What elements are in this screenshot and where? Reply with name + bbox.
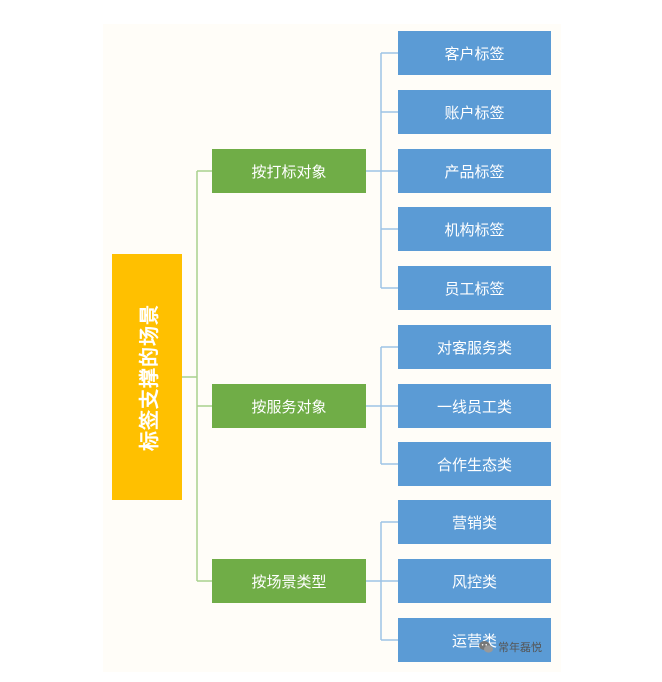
- leaf-node-institution-tag: 机构标签: [398, 207, 551, 251]
- leaf-node-risk-control: 风控类: [398, 559, 551, 603]
- leaf-node-frontline-staff: 一线员工类: [398, 384, 551, 428]
- leaf-node-partner-ecosystem: 合作生态类: [398, 442, 551, 486]
- watermark-label: 常年磊悦: [498, 641, 542, 654]
- leaf-node-marketing: 营销类: [398, 500, 551, 544]
- watermark: 常年磊悦: [478, 639, 542, 655]
- root-node: 标签支撑的场景: [112, 254, 182, 500]
- root-node-label: 标签支撑的场景: [136, 303, 161, 451]
- group-node-by-service-object: 按服务对象: [212, 384, 366, 428]
- group-node-by-tagging-object: 按打标对象: [212, 149, 366, 193]
- wechat-icon: [479, 641, 493, 653]
- leaf-node-product-tag: 产品标签: [398, 149, 551, 193]
- leaf-node-customer-service: 对客服务类: [398, 325, 551, 369]
- leaf-node-account-tag: 账户标签: [398, 90, 551, 134]
- group-node-by-scenario-type: 按场景类型: [212, 559, 366, 603]
- leaf-node-customer-tag: 客户标签: [398, 31, 551, 75]
- leaf-node-employee-tag: 员工标签: [398, 266, 551, 310]
